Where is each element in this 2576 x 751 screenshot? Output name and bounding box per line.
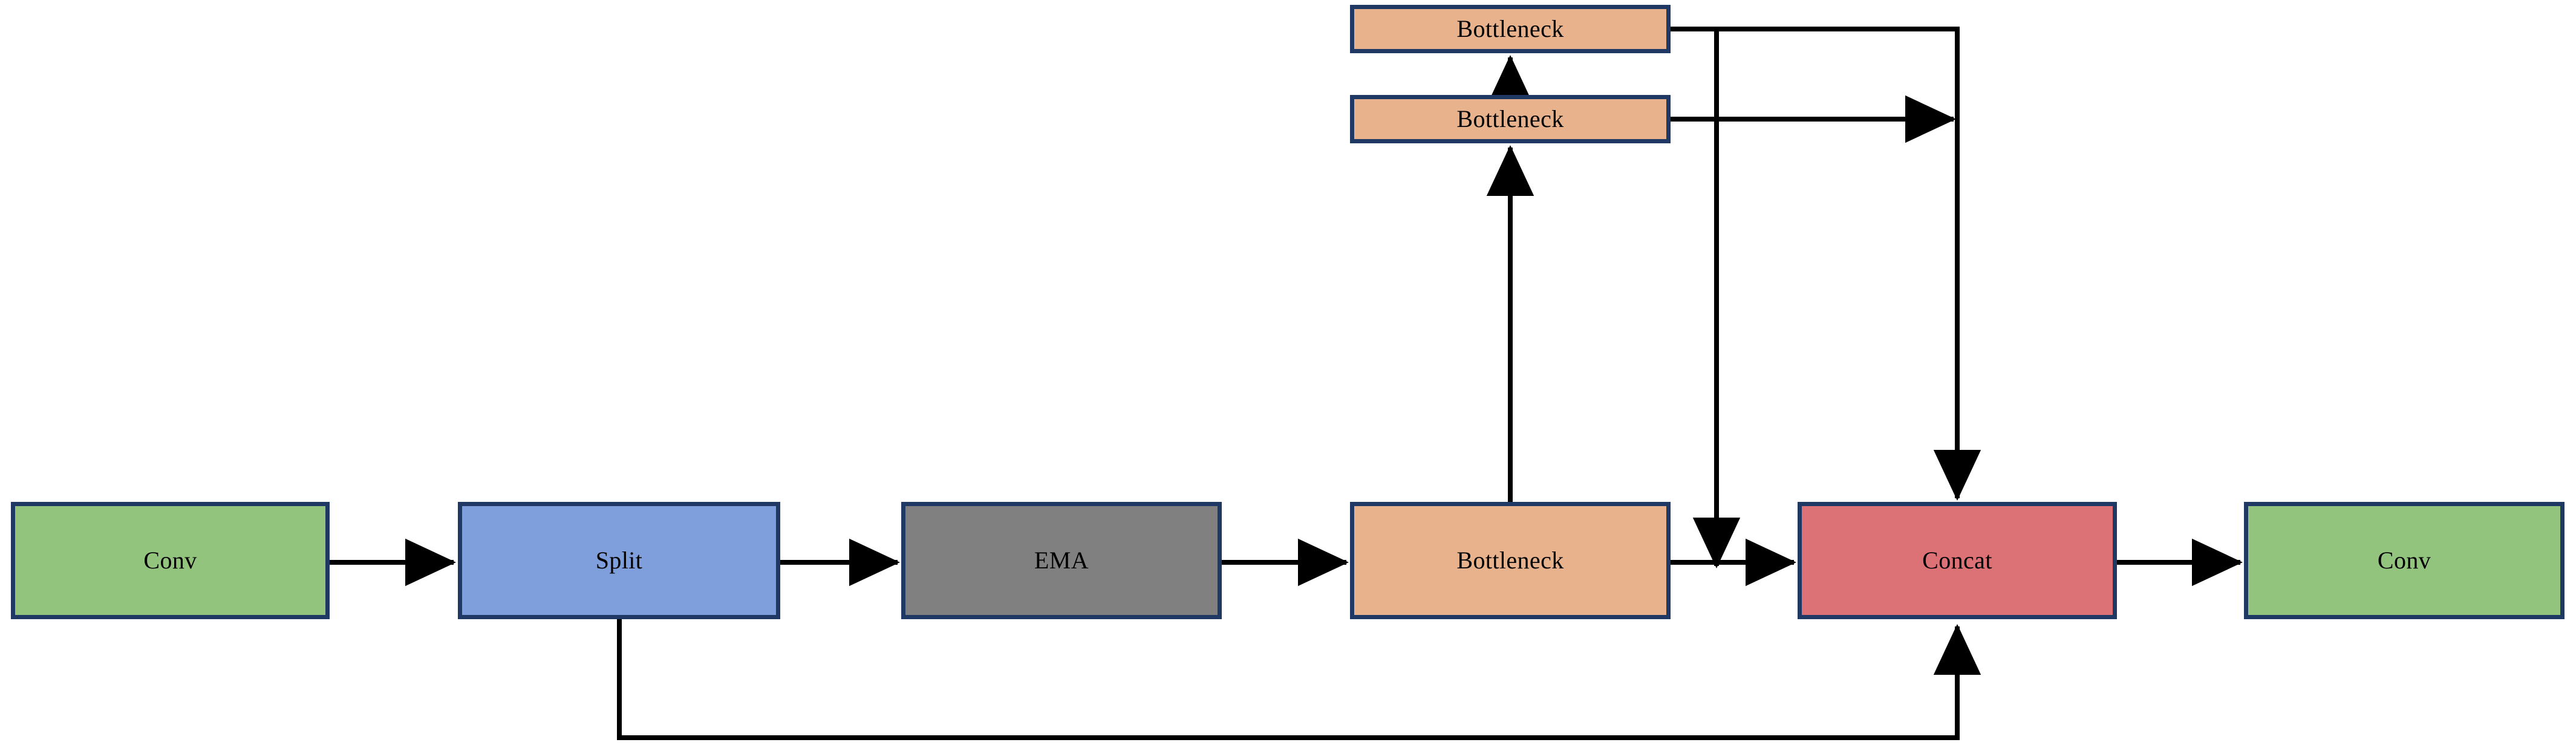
node-concat[interactable]: Concat [1798, 502, 2117, 619]
node-label: EMA [1034, 547, 1089, 574]
node-bottleneck-2[interactable]: Bottleneck [1350, 95, 1671, 143]
node-label: Bottleneck [1456, 105, 1564, 132]
node-conv-output[interactable]: Conv [2244, 502, 2565, 619]
node-bottleneck-1[interactable]: Bottleneck [1350, 502, 1671, 619]
node-conv-input[interactable]: Conv [11, 502, 330, 619]
node-label: Bottleneck [1456, 15, 1564, 42]
node-split[interactable]: Split [458, 502, 780, 619]
node-label: Conv [143, 547, 197, 574]
node-label: Split [595, 547, 643, 574]
edge-bottleneck-3-to-concat-top [1671, 27, 1981, 501]
node-label: Bottleneck [1456, 547, 1564, 574]
edge-split-bypass-to-concat [617, 619, 1981, 740]
node-label: Conv [2377, 547, 2431, 574]
node-bottleneck-3[interactable]: Bottleneck [1350, 5, 1671, 53]
node-ema[interactable]: EMA [901, 502, 1222, 619]
node-label: Concat [1922, 547, 1992, 574]
